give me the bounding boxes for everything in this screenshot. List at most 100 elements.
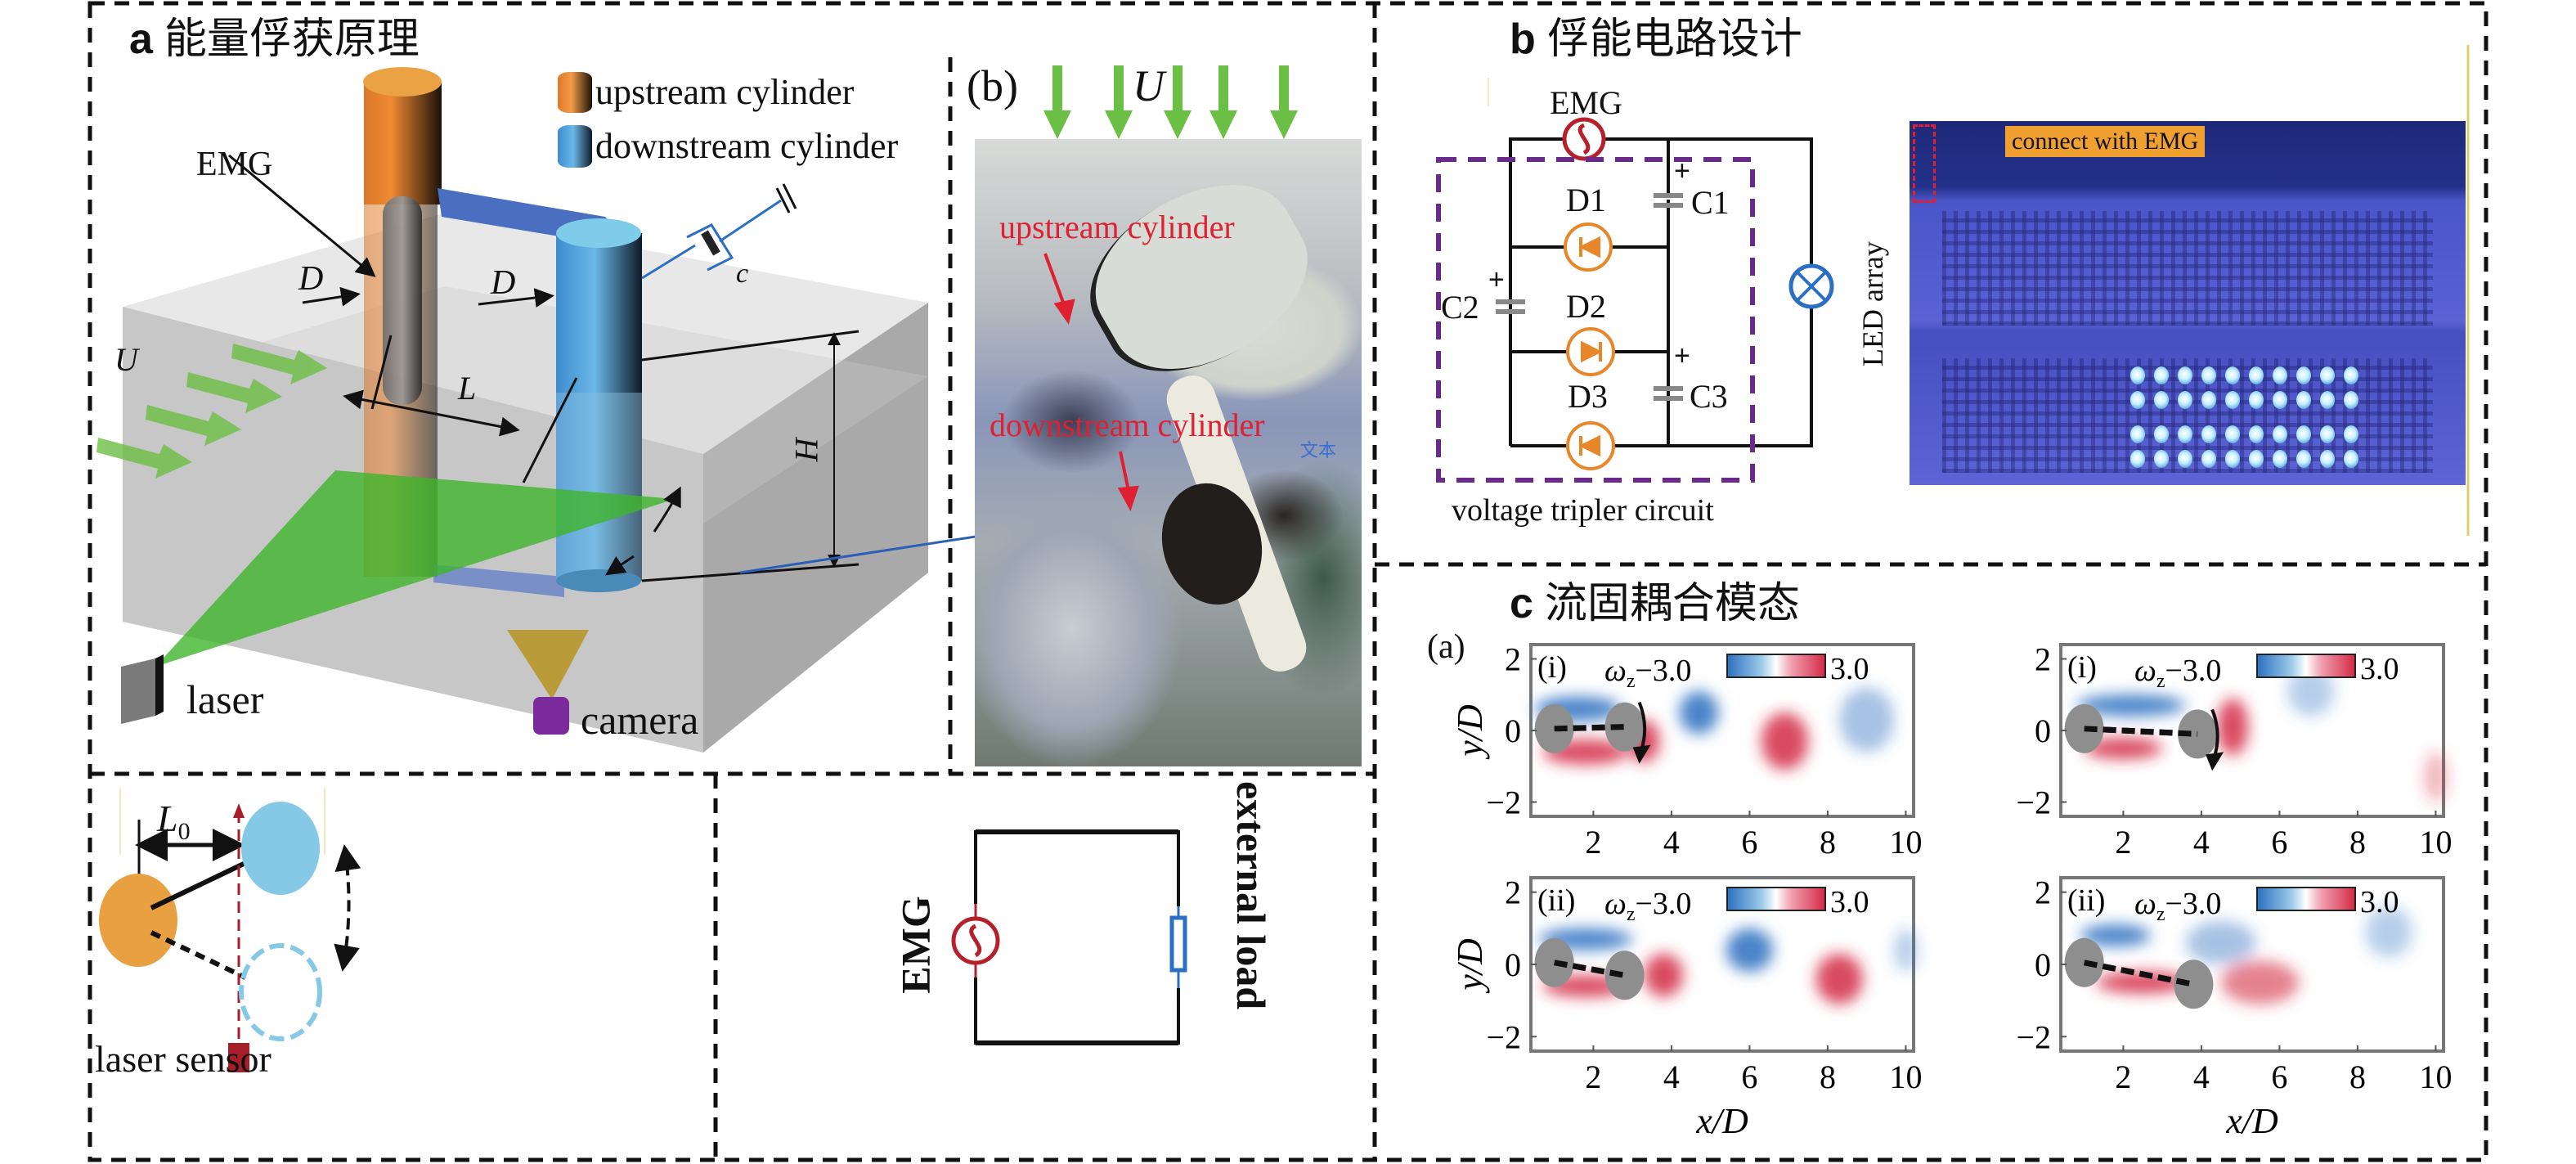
- led-icon: [2249, 391, 2264, 409]
- positive-vortex: [2084, 737, 2163, 759]
- led-icon: [2201, 425, 2216, 443]
- connecting-rod-displaced: [150, 930, 247, 980]
- tank-side-face: [703, 303, 928, 753]
- colorbar-label: ωz−3.0: [2134, 887, 2221, 925]
- l0-label-sub: 0: [177, 818, 191, 846]
- x-tick-label: 8: [1820, 1058, 1836, 1095]
- c1-label: C1: [1691, 184, 1730, 221]
- positive-vortex: [2220, 960, 2300, 1004]
- subplot-tag: (ii): [2067, 883, 2105, 918]
- led-icon: [2178, 450, 2192, 468]
- upstream-cylinder: [364, 82, 442, 204]
- capacitor-plate: [1654, 193, 1683, 198]
- colorbar-max-label: 3.0: [2360, 652, 2399, 686]
- y-tick-label: 0: [2035, 712, 2051, 749]
- x-tick-label: 6: [2271, 824, 2287, 861]
- led-icon: [2225, 366, 2240, 384]
- subplot-tag: (i): [1537, 650, 1567, 685]
- panel-c-title-text: 流固耦合模态: [1544, 579, 1800, 628]
- capacitor-plate: [1496, 309, 1525, 314]
- ac-wave-icon: [1577, 123, 1591, 155]
- led-icon: [2320, 391, 2335, 409]
- colorbar-max-label: 3.0: [1830, 885, 1869, 919]
- y-tick-label: −2: [1486, 1018, 1521, 1055]
- led-icon: [2130, 366, 2145, 384]
- laser-label: laser: [186, 676, 264, 722]
- bottom-arm: [433, 564, 564, 597]
- callout-box: connect with EMG: [2005, 126, 2206, 157]
- experiment-photo: [975, 139, 1362, 766]
- x-tick-label: 10: [2419, 1058, 2452, 1095]
- led-icon: [2178, 425, 2192, 443]
- flow-arrow-down-icon: [1209, 65, 1237, 139]
- tripler-label: voltage tripler circuit: [1452, 493, 1714, 528]
- negative-vortex: [1726, 928, 1774, 972]
- vortex-field: [2076, 666, 2448, 802]
- tank-top-face: [123, 213, 928, 454]
- led-icon: [2249, 366, 2264, 384]
- red-arrowhead: [1053, 299, 1075, 325]
- led-icon: [2130, 391, 2145, 409]
- x-tick-label: 6: [1741, 824, 1757, 861]
- cylinder-link: [1554, 724, 1625, 732]
- x-tick-label: 4: [1663, 824, 1680, 861]
- led-icon: [2296, 391, 2311, 409]
- led-icon: [2344, 391, 2358, 409]
- negative-vortex: [2080, 924, 2151, 946]
- x-tick-label: 2: [1585, 824, 1601, 861]
- led-icon: [2225, 425, 2240, 443]
- laser-device-side: [155, 654, 164, 716]
- cylinder-link: [1554, 960, 1626, 978]
- downstream-cylinder-submerged: [556, 393, 642, 581]
- flow-arrow-down-icon: [1105, 65, 1133, 139]
- legend-label: upstream cylinder: [595, 72, 855, 112]
- plus-sign: +: [1488, 264, 1505, 295]
- outer-frame: [88, 1, 2488, 1162]
- tripler-boundary: [1436, 157, 1755, 483]
- x-tick-label: 8: [2349, 1058, 2366, 1095]
- led-icon: [2225, 450, 2240, 468]
- downstream-cylinder-marker: [2174, 960, 2214, 1009]
- plus-sign: +: [1674, 155, 1690, 187]
- negative-vortex: [1839, 687, 1895, 753]
- y-tick-label: 2: [1505, 874, 1521, 911]
- led-icon: [2201, 450, 2216, 468]
- y-axis-label: y/D: [1450, 938, 1490, 994]
- emg-label: EMG: [196, 146, 273, 183]
- legend-item-downstream: downstream cylinder: [558, 121, 898, 172]
- diode-triangle: [1578, 236, 1600, 258]
- led-icon: [2344, 366, 2358, 384]
- flow-arrow-down-icon: [1270, 65, 1298, 139]
- led-grid: [2130, 366, 2376, 468]
- oscillation-arrow: [334, 844, 361, 972]
- led-icon: [2296, 450, 2311, 468]
- positive-vortex: [2217, 698, 2249, 756]
- colorbar-label: ωz−3.0: [1604, 887, 1691, 925]
- panel-b-title-text: 俘能电路设计: [1546, 15, 1802, 64]
- subplot-tag: (i): [2067, 650, 2097, 685]
- led-icon: [2154, 450, 2169, 468]
- legend-item-upstream: upstream cylinder: [558, 69, 898, 116]
- spacing-label: L: [458, 370, 477, 407]
- cylinder-link: [2084, 726, 2198, 737]
- flow-arrow-down-icon: [1164, 65, 1192, 139]
- x-tick-label: 10: [1889, 824, 1922, 861]
- connecting-rod: [150, 861, 247, 910]
- y-axis-label: y/D: [1450, 704, 1490, 760]
- laser-sheet: [155, 470, 675, 667]
- led-icon: [2249, 425, 2264, 443]
- camera-device: [533, 697, 569, 735]
- negative-vortex: [2287, 666, 2335, 717]
- x-tick-label: 4: [2193, 824, 2210, 861]
- led-icon: [2296, 425, 2311, 443]
- diode-triangle: [1578, 434, 1600, 457]
- y-tick-label: −2: [2016, 1018, 2051, 1055]
- x-tick-label: 4: [1663, 1058, 1680, 1095]
- led-icon: [2320, 425, 2335, 443]
- colorbar: [1726, 887, 1826, 911]
